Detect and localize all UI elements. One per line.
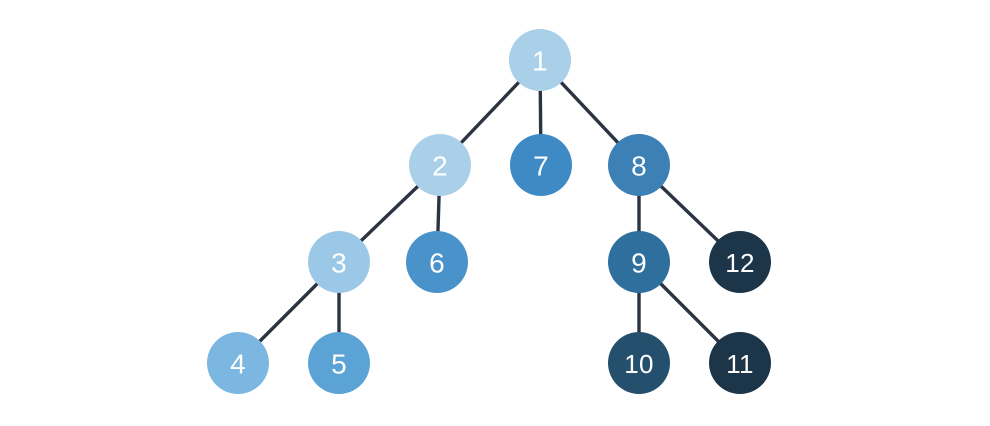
tree-node-label-4: 4 [230,349,246,380]
tree-node-label-5: 5 [331,349,347,380]
tree-node-circle-5[interactable] [308,332,370,394]
tree-node-6[interactable]: 6 [406,231,468,293]
tree-node-label-12: 12 [725,248,755,278]
tree-node-circle-3[interactable] [308,231,370,293]
tree-node-label-8: 8 [631,151,647,182]
tree-node-circle-7[interactable] [510,134,572,196]
tree-node-label-6: 6 [429,248,445,279]
tree-node-circle-11[interactable] [709,332,771,394]
tree-edge-9-11 [657,280,722,345]
tree-node-2[interactable]: 2 [409,134,471,196]
tree-node-label-9: 9 [631,248,647,279]
tree-node-circle-10[interactable] [608,332,670,394]
tree-node-circle-6[interactable] [406,231,468,293]
tree-edge-8-12 [658,183,721,244]
tree-edge-3-4 [256,280,321,345]
edge-layer [256,79,722,345]
tree-node-9[interactable]: 9 [608,231,670,293]
tree-node-1[interactable]: 1 [509,29,571,91]
tree-node-label-1: 1 [532,46,548,77]
tree-node-circle-2[interactable] [409,134,471,196]
tree-node-5[interactable]: 5 [308,332,370,394]
tree-node-3[interactable]: 3 [308,231,370,293]
tree-edge-2-6 [436,192,441,235]
tree-node-label-3: 3 [331,248,347,279]
tree-node-circle-12[interactable] [709,231,771,293]
tree-node-label-7: 7 [533,151,549,182]
tree-node-circle-9[interactable] [608,231,670,293]
tree-node-label-2: 2 [432,151,448,182]
tree-node-8[interactable]: 8 [608,134,670,196]
tree-node-circle-8[interactable] [608,134,670,196]
tree-edge-1-8 [558,79,621,146]
tree-node-circle-4[interactable] [207,332,269,394]
tree-node-11[interactable]: 11 [709,332,771,394]
tree-node-7[interactable]: 7 [510,134,572,196]
tree-node-12[interactable]: 12 [709,231,771,293]
tree-edge-2-3 [358,183,421,244]
tree-edge-1-2 [458,79,522,146]
tree-node-4[interactable]: 4 [207,332,269,394]
tree-node-label-11: 11 [726,349,754,379]
tree-node-circle-1[interactable] [509,29,571,91]
tree-node-10[interactable]: 10 [608,332,670,394]
tree-node-label-10: 10 [624,349,654,379]
